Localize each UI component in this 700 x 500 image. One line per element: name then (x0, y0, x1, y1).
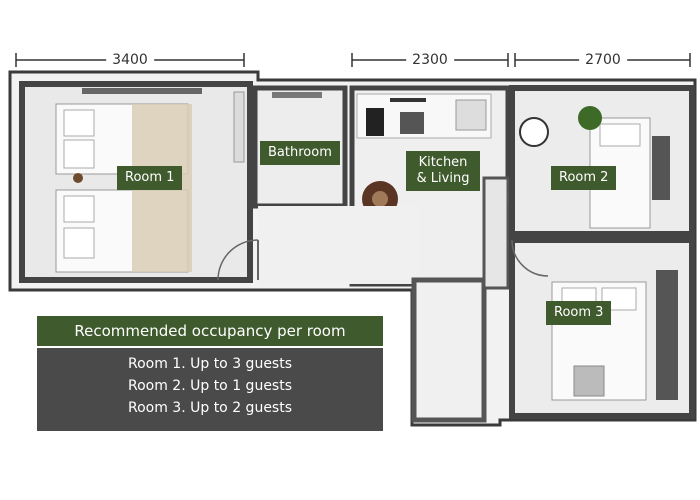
kitchen-label-line1: Kitchen (418, 155, 468, 170)
kitchen-living-label: Kitchen & Living (406, 151, 480, 191)
room1-label: Room 1 (117, 166, 183, 190)
occupancy-panel: Recommended occupancy per room Room 1. U… (37, 316, 383, 431)
corridor-floor (258, 206, 418, 284)
bathroom-label: Bathroom (260, 141, 340, 165)
occupancy-line-room2: Room 2. Up to 1 guests (127, 378, 293, 394)
occupancy-list: Room 1. Up to 3 guests Room 2. Up to 1 g… (37, 348, 383, 431)
occupancy-line-room1: Room 1. Up to 3 guests (127, 356, 293, 372)
dimension-room2: 2700 (579, 50, 627, 70)
occupancy-line-room3: Room 3. Up to 2 guests (127, 400, 293, 416)
kitchen-label-line2: & Living (416, 171, 470, 186)
room3-label: Room 3 (546, 301, 612, 325)
dimension-room1: 3400 (106, 50, 154, 70)
room2-label: Room 2 (551, 166, 617, 190)
dimension-kitchen: 2300 (406, 50, 454, 70)
occupancy-title: Recommended occupancy per room (37, 316, 383, 346)
